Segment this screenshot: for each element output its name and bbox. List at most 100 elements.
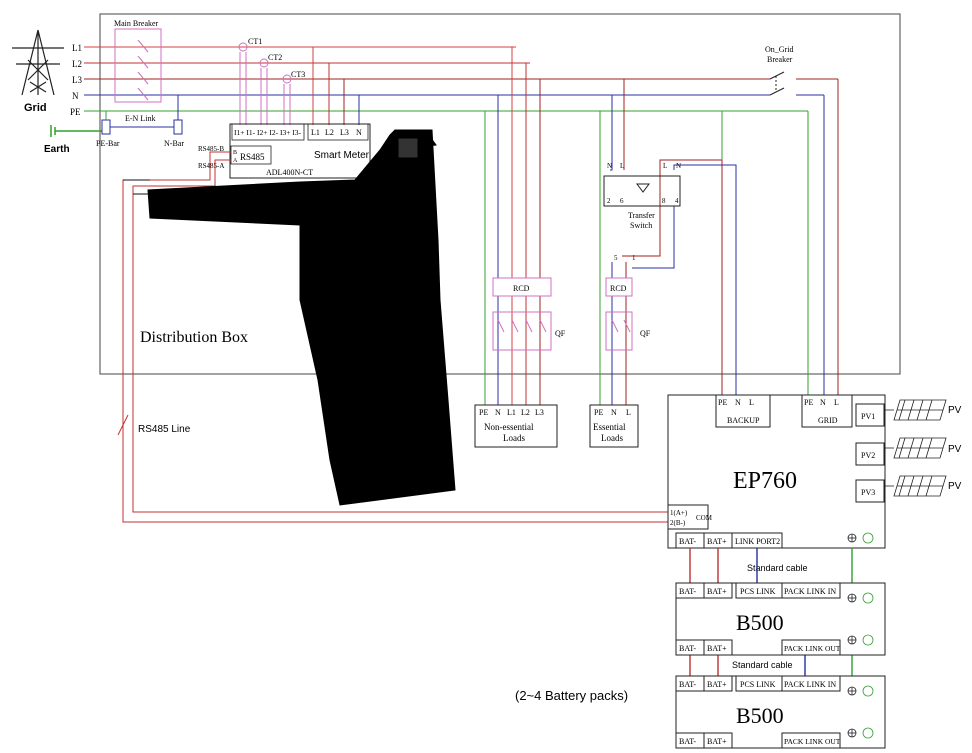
main-breaker-label: Main Breaker xyxy=(114,19,159,28)
essential-rcd-label: RCD xyxy=(610,284,627,293)
com-port xyxy=(667,504,709,530)
smart-meter-ct-terminal-labels: I1+ I1- I2+ I2- I3+ I3- xyxy=(234,128,302,137)
b1-bottom-bat-plus-label: BAT+ xyxy=(707,644,727,653)
rs485-wiring xyxy=(117,151,668,523)
pv2-port xyxy=(855,442,885,466)
b2-bottom-bat-plus-label: BAT+ xyxy=(707,737,727,746)
phase-l1-label: L1 xyxy=(72,43,82,53)
pe-bar xyxy=(101,111,111,135)
distribution-box-label: Distribution Box xyxy=(140,329,248,346)
battery-1-ground-icons xyxy=(847,592,874,646)
pv-label-3: PV xyxy=(948,481,962,492)
ct3-label: CT3 xyxy=(291,70,305,79)
n-bar-label: N-Bar xyxy=(164,139,184,148)
transfer-switch-box xyxy=(603,175,681,207)
phase-l2-label: L2 xyxy=(72,59,82,69)
grid-port xyxy=(801,394,853,428)
main-breaker-box xyxy=(114,28,162,103)
b1-bat-plus-port xyxy=(703,582,733,599)
rs485-line-label: RS485 Line xyxy=(138,424,191,435)
essential-feed xyxy=(599,79,737,405)
essential-qf xyxy=(605,311,633,351)
pv-panel-1-icon xyxy=(884,399,947,421)
essential-rcd xyxy=(605,277,633,297)
b2-pack-link-out-label: PACK LINK OUT xyxy=(784,737,841,746)
smart-meter-b: B xyxy=(233,150,237,156)
non-essential-feed xyxy=(484,47,541,405)
ts-pin-n-right: N xyxy=(676,162,681,170)
on-grid-breaker-label-2: Breaker xyxy=(767,55,793,64)
ne-terminal-n: N xyxy=(495,408,501,417)
inv-bat-plus-label: BAT+ xyxy=(707,537,727,546)
standard-cable-label-2: Standard cable xyxy=(732,660,793,670)
b2-pack-link-in-label: PACK LINK IN xyxy=(784,680,836,689)
ts-pin-n-left: N xyxy=(607,162,612,170)
pv3-port xyxy=(855,479,885,503)
ess-terminal-pe: PE xyxy=(594,408,603,417)
battery-2-box xyxy=(675,675,886,749)
ts-pin-l-left: L xyxy=(620,162,624,170)
ess-terminal-l: L xyxy=(626,408,631,417)
ct2-label: CT2 xyxy=(268,53,282,62)
distribution-box-frame xyxy=(99,13,901,375)
smart-meter-model: ADL400N-CT xyxy=(266,168,313,177)
meter-terminal-l2: L2 xyxy=(325,128,334,137)
com-line-1: 1(A+) xyxy=(670,509,688,517)
pv-panel-3-icon xyxy=(884,475,947,497)
battery-packs-note: (2~4 Battery packs) xyxy=(515,688,628,703)
b1-pack-link-in-label: PACK LINK IN xyxy=(784,587,836,596)
main-breaker-switches xyxy=(137,39,149,101)
grid-terminal-l: L xyxy=(834,398,839,407)
pv1-port xyxy=(855,403,885,427)
smart-meter-rs485: RS485 xyxy=(240,152,265,162)
inverter-to-battery-cables xyxy=(689,548,853,676)
b2-bat-plus-port xyxy=(703,675,733,692)
b1-bat-minus-label: BAT- xyxy=(679,587,696,596)
pv-panel-2-icon xyxy=(884,437,947,459)
ne-terminal-l2: L2 xyxy=(521,408,530,417)
earth-icon xyxy=(50,125,102,137)
ne-terminal-pe: PE xyxy=(479,408,488,417)
non-essential-rcd-label: RCD xyxy=(513,284,530,293)
transfer-switch-label-1: Transfer xyxy=(628,211,655,220)
ts-pin-2: 2 xyxy=(607,197,611,205)
battery-1-box xyxy=(675,582,886,656)
l3-bus xyxy=(84,78,839,395)
rs485-a-label: RS485-A xyxy=(198,162,224,170)
b1-bat-plus-label: BAT+ xyxy=(707,587,727,596)
ct-coils xyxy=(238,42,292,125)
pe-bar-label: PE-Bar xyxy=(96,139,120,148)
non-essential-qf-switches xyxy=(497,319,547,333)
non-essential-qf-label: QF xyxy=(555,329,566,338)
ts-pin-1: 1 xyxy=(632,254,636,262)
b1-pcs-link-label: PCS LINK xyxy=(740,587,776,596)
ct1-label: CT1 xyxy=(248,37,262,46)
backup-terminal-n: N xyxy=(735,398,741,407)
essential-qf-switches xyxy=(611,319,631,333)
non-essential-loads-box xyxy=(474,404,558,448)
ess-terminal-n: N xyxy=(611,408,617,417)
ne-terminal-l1: L1 xyxy=(507,408,516,417)
inverter-ground-icons xyxy=(847,532,874,544)
battery-1-name: B500 xyxy=(736,610,784,635)
transfer-switch-symbol-icon xyxy=(636,183,650,193)
grid-terminal-pe: PE xyxy=(804,398,813,407)
transfer-switch-label-2: Switch xyxy=(630,221,652,230)
meter-terminal-n: N xyxy=(356,128,362,137)
ne-terminal-l3: L3 xyxy=(535,408,544,417)
meter-terminal-l1: L1 xyxy=(311,128,320,137)
pv3-port-label: PV3 xyxy=(861,488,875,497)
essential-loads-label-2: Loads xyxy=(601,433,623,443)
b2-pcs-link-label: PCS LINK xyxy=(740,680,776,689)
backup-label: BACKUP xyxy=(727,416,760,425)
redaction-scribble xyxy=(147,129,456,506)
pe-bus xyxy=(84,110,809,395)
earth-label: Earth xyxy=(44,144,70,155)
b1-pack-link-in-port xyxy=(781,582,841,599)
smart-meter-a: A xyxy=(233,158,238,164)
b1-pack-link-out-label: PACK LINK OUT xyxy=(784,644,841,653)
backup-terminal-pe: PE xyxy=(718,398,727,407)
non-essential-rcd xyxy=(492,277,552,297)
essential-loads-box xyxy=(589,404,639,448)
b2-bottom-bat-minus-label: BAT- xyxy=(679,737,696,746)
